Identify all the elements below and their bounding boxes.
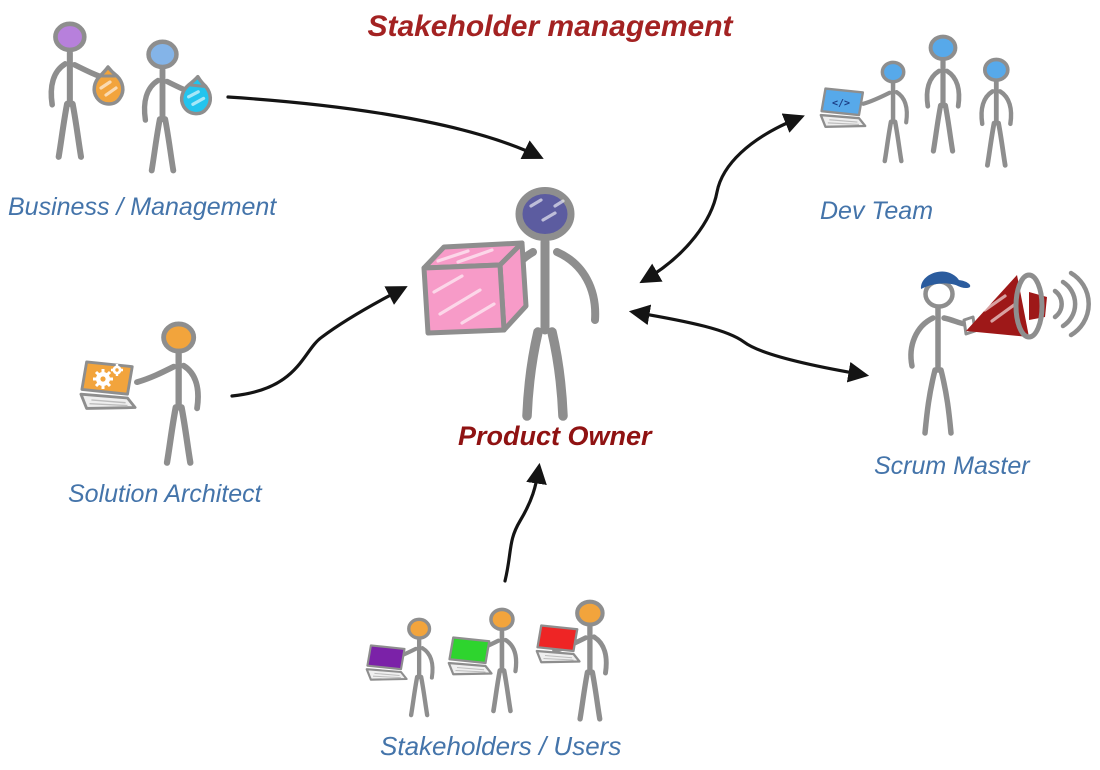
laptop-icon: [365, 644, 408, 681]
cap-icon: [920, 271, 961, 289]
scrum-master-figure: [908, 270, 1091, 436]
stick-figure: [137, 324, 198, 463]
arm: [553, 248, 600, 324]
label-business-management: Business / Management: [8, 193, 277, 221]
cap-brim: [953, 279, 971, 289]
arrow-product-owner-scrum-master: [628, 304, 870, 383]
arrow-business-to-product-owner: [226, 95, 544, 160]
label-scrum-master: Scrum Master: [874, 452, 1030, 480]
money-bag-icon: [92, 65, 125, 106]
megaphone-icon: [962, 272, 1047, 340]
arrow-solution-architect-to-product-owner: [230, 286, 408, 398]
business-management-figures: [51, 24, 215, 171]
gears-icon: [93, 364, 123, 389]
stick-figure: [982, 59, 1012, 165]
leg: [938, 367, 954, 436]
head: [515, 187, 575, 241]
solution-architect-figure: [79, 324, 198, 463]
laptop-icon: [447, 636, 493, 676]
arm: [908, 315, 936, 369]
leg: [547, 327, 568, 421]
dev-team-figures: </>: [819, 37, 1012, 166]
stick-figure: [927, 37, 959, 151]
leg: [522, 327, 543, 421]
laptop-icon: [535, 624, 581, 664]
arrows: [226, 95, 870, 583]
code-laptop-icon: </>: [819, 87, 867, 128]
arrow-stakeholders-to-product-owner: [503, 462, 547, 583]
stick-figure: [863, 62, 906, 161]
stakeholders-users-figures: [365, 602, 607, 719]
sound-waves-icon: [1052, 270, 1091, 338]
leg: [922, 367, 938, 436]
code-icon: </>: [832, 98, 850, 109]
product-box-icon: [421, 240, 529, 336]
arrow-product-owner-dev-team: [639, 113, 805, 284]
label-stakeholders-users: Stakeholders / Users: [380, 731, 622, 761]
product-owner-figure: [421, 187, 600, 421]
money-bag-icon: [178, 73, 215, 117]
diagram-title: Stakeholder management: [367, 10, 733, 43]
label-dev-team: Dev Team: [820, 197, 934, 225]
label-product-owner: Product Owner: [458, 421, 652, 451]
label-solution-architect: Solution Architect: [68, 480, 262, 508]
